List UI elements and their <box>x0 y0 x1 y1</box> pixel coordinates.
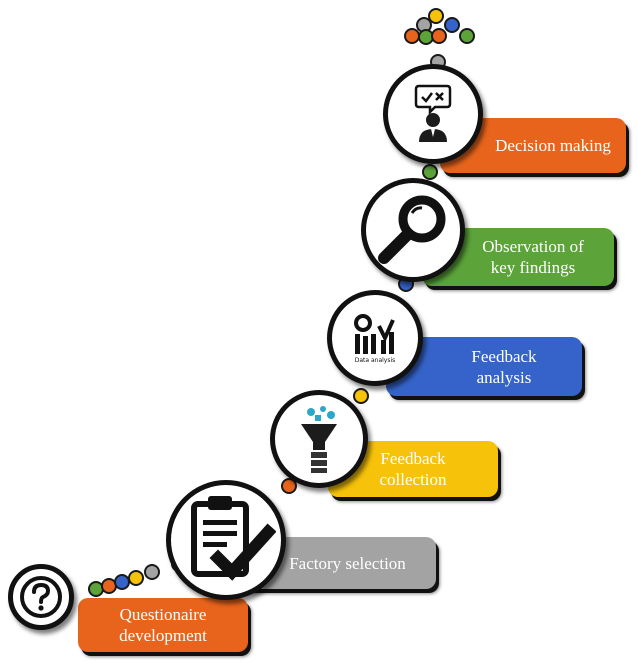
step-circle-decision <box>383 64 483 164</box>
cluster-dot <box>430 10 442 22</box>
step-label: Decision making <box>495 136 611 155</box>
connector-dot <box>424 166 436 178</box>
connector-dot <box>355 390 367 402</box>
connector-dot <box>103 580 115 592</box>
step-circle-feedback-analysis: Data analysis <box>327 290 423 386</box>
question-mark-icon <box>19 575 63 619</box>
step-circle-factory <box>166 480 286 600</box>
cluster-dot <box>406 30 418 42</box>
connector-dot <box>116 576 128 588</box>
icon-caption: Data analysis <box>354 357 396 364</box>
step-circle-feedback-collection <box>270 390 368 488</box>
step-label: Observation of key findings <box>482 237 584 277</box>
connector-dot <box>146 566 158 578</box>
step-box-questionaire-development: Questionaire development <box>78 598 248 652</box>
clipboard-check-icon <box>176 490 276 590</box>
connector-dot <box>283 480 295 492</box>
magnifier-icon <box>374 191 452 269</box>
connector-dot <box>90 583 102 595</box>
step-label: Feedback collection <box>379 449 447 489</box>
step-label: Questionaire development <box>119 605 207 645</box>
cluster-dot <box>418 19 430 31</box>
cluster-dot <box>461 30 473 42</box>
step-label: Factory selection <box>289 553 406 573</box>
funnel-data-icon <box>289 404 349 474</box>
cluster-dot <box>446 19 458 31</box>
step-circle-questionaire <box>8 564 74 630</box>
data-analysis-icon <box>351 312 399 356</box>
connector-dot <box>130 572 142 584</box>
cluster-dot <box>433 30 445 42</box>
decision-person-icon <box>413 84 453 144</box>
cluster-dot <box>420 31 432 43</box>
step-label: Feedback analysis <box>471 346 537 387</box>
step-circle-observation <box>361 178 465 282</box>
